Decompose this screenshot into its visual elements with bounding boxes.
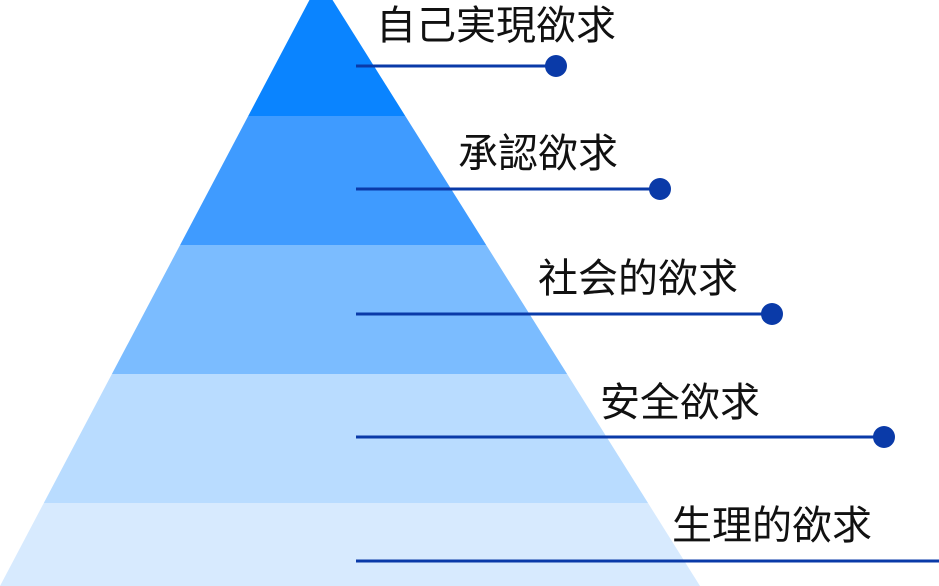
pyramid-tier-social — [111, 245, 568, 374]
connector-dot-self-actualization — [545, 55, 567, 77]
connector-dot-social — [761, 303, 783, 325]
pyramid-tier-physiological — [0, 503, 700, 586]
pyramid-tier-safety — [43, 374, 649, 503]
level-label-esteem: 承認欲求 — [458, 131, 618, 177]
level-label-physiological: 生理的欲求 — [672, 503, 872, 549]
level-label-social: 社会的欲求 — [538, 256, 738, 302]
level-label-safety: 安全欲求 — [600, 380, 760, 426]
connector-dot-esteem — [649, 178, 671, 200]
pyramid-tier-esteem — [180, 116, 487, 245]
connector-dot-safety — [873, 426, 895, 448]
pyramid-tier-self-actualization — [248, 0, 406, 116]
level-label-self-actualization: 自己実現欲求 — [376, 3, 616, 49]
